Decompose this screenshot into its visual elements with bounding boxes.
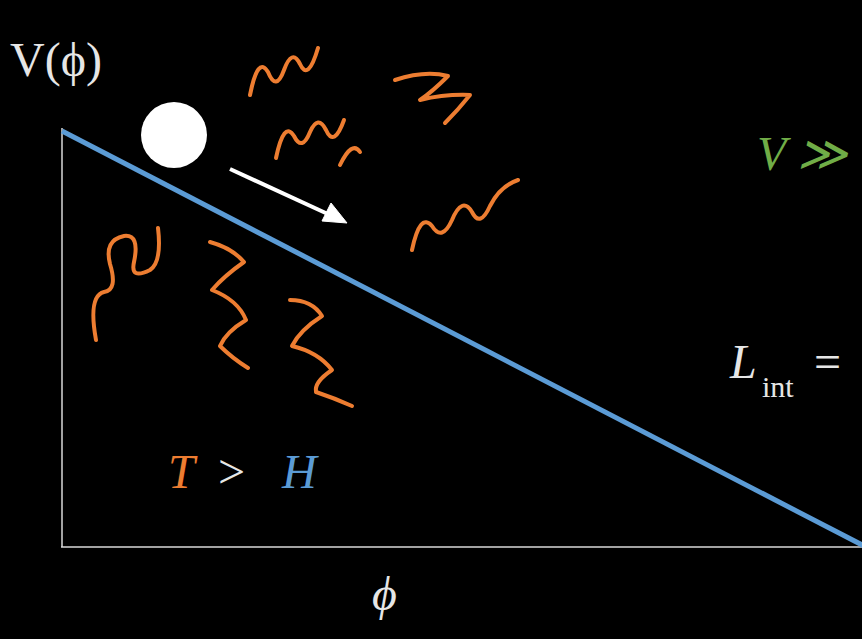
condition-text: V ≫: [757, 128, 847, 181]
axis-label: ϕ: [372, 568, 397, 621]
inflaton-ball: [141, 102, 207, 168]
y-axis: [61, 128, 63, 547]
roll-arrow: [230, 169, 347, 223]
relation-symbol: >: [218, 446, 245, 499]
lagrangian-symbol: L: [730, 336, 757, 389]
hubble-symbol: H: [282, 446, 317, 499]
thermal-radiation: [93, 48, 518, 406]
potential-line: [62, 131, 862, 547]
axis-label: V(ϕ): [10, 34, 102, 87]
subscript-text: int: [762, 370, 794, 403]
equals-sign: =: [814, 336, 841, 389]
x-axis: [61, 546, 862, 548]
temperature-symbol: T: [168, 446, 195, 499]
